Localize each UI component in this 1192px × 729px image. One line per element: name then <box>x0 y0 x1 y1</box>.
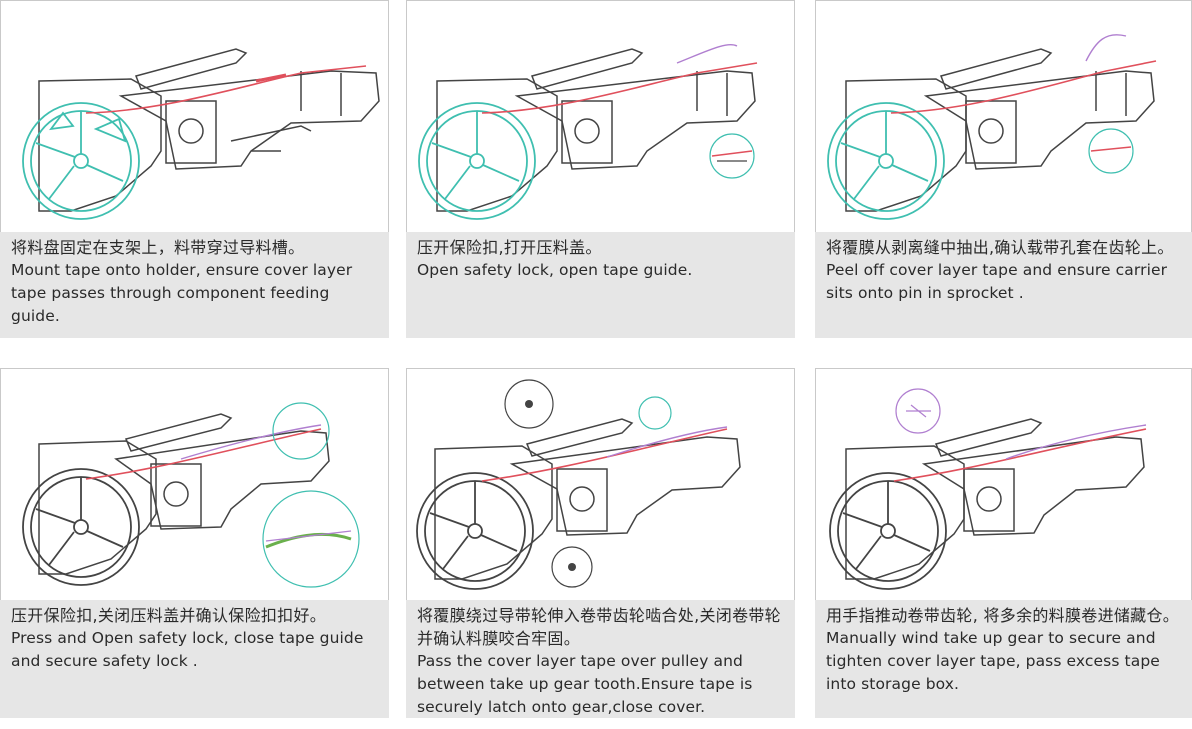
step-panel-5: 将覆膜绕过导带轮伸入卷带齿轮啮合处,关闭卷带轮并确认料膜咬合牢固。 Pass t… <box>406 368 795 718</box>
feeder-drawing <box>22 402 360 588</box>
step-caption: 压开保险扣,打开压料盖。 Open safety lock, open tape… <box>406 232 795 338</box>
step-description-en: Pass the cover layer tape over pulley an… <box>417 652 753 716</box>
step-caption: 压开保险扣,关闭压料盖并确认保险扣扣好。 Press and Open safe… <box>0 600 389 718</box>
feeder-illustration <box>406 368 795 600</box>
step-panel-2: 压开保险扣,打开压料盖。 Open safety lock, open tape… <box>406 0 795 338</box>
step-description-en: Manually wind take up gear to secure and… <box>826 629 1160 693</box>
feeder-drawing <box>418 44 758 220</box>
feeder-illustration <box>815 0 1192 232</box>
feeder-drawing <box>22 48 380 220</box>
feeder-illustration <box>815 368 1192 600</box>
step-description-en: Mount tape onto holder, ensure cover lay… <box>11 261 353 325</box>
step-title-cn: 压开保险扣,打开压料盖。 <box>417 238 602 257</box>
feeder-illustration <box>0 0 389 232</box>
feeder-drawing <box>829 388 1147 590</box>
step-title-cn: 将覆膜从剥离缝中抽出,确认载带孔套在齿轮上。 <box>826 238 1174 257</box>
step-caption: 将覆膜绕过导带轮伸入卷带齿轮啮合处,关闭卷带轮并确认料膜咬合牢固。 Pass t… <box>406 600 795 718</box>
step-title-cn: 将料盘固定在支架上，料带穿过导料槽。 <box>11 238 305 257</box>
step-title-cn: 将覆膜绕过导带轮伸入卷带齿轮啮合处,关闭卷带轮并确认料膜咬合牢固。 <box>417 606 781 648</box>
feeder-illustration <box>0 368 389 600</box>
step-panel-6: 用手指推动卷带齿轮, 将多余的料膜卷进储藏仓。 Manually wind ta… <box>815 368 1192 718</box>
step-panel-3: 将覆膜从剥离缝中抽出,确认载带孔套在齿轮上。 Peel off cover la… <box>815 0 1192 338</box>
step-panel-1: 将料盘固定在支架上，料带穿过导料槽。 Mount tape onto holde… <box>0 0 389 338</box>
feeder-drawing <box>416 379 741 590</box>
step-description-en: Peel off cover layer tape and ensure car… <box>826 261 1168 302</box>
step-caption: 将料盘固定在支架上，料带穿过导料槽。 Mount tape onto holde… <box>0 232 389 338</box>
step-caption: 将覆膜从剥离缝中抽出,确认载带孔套在齿轮上。 Peel off cover la… <box>815 232 1192 338</box>
step-panel-4: 压开保险扣,关闭压料盖并确认保险扣扣好。 Press and Open safe… <box>0 368 389 718</box>
step-caption: 用手指推动卷带齿轮, 将多余的料膜卷进储藏仓。 Manually wind ta… <box>815 600 1192 718</box>
step-title-cn: 用手指推动卷带齿轮, 将多余的料膜卷进储藏仓。 <box>826 606 1180 625</box>
feeder-illustration <box>406 0 795 232</box>
feeder-drawing <box>827 34 1157 220</box>
step-description-en: Press and Open safety lock, close tape g… <box>11 629 364 670</box>
step-description-en: Open safety lock, open tape guide. <box>417 261 693 279</box>
step-title-cn: 压开保险扣,关闭压料盖并确认保险扣扣好。 <box>11 606 327 625</box>
